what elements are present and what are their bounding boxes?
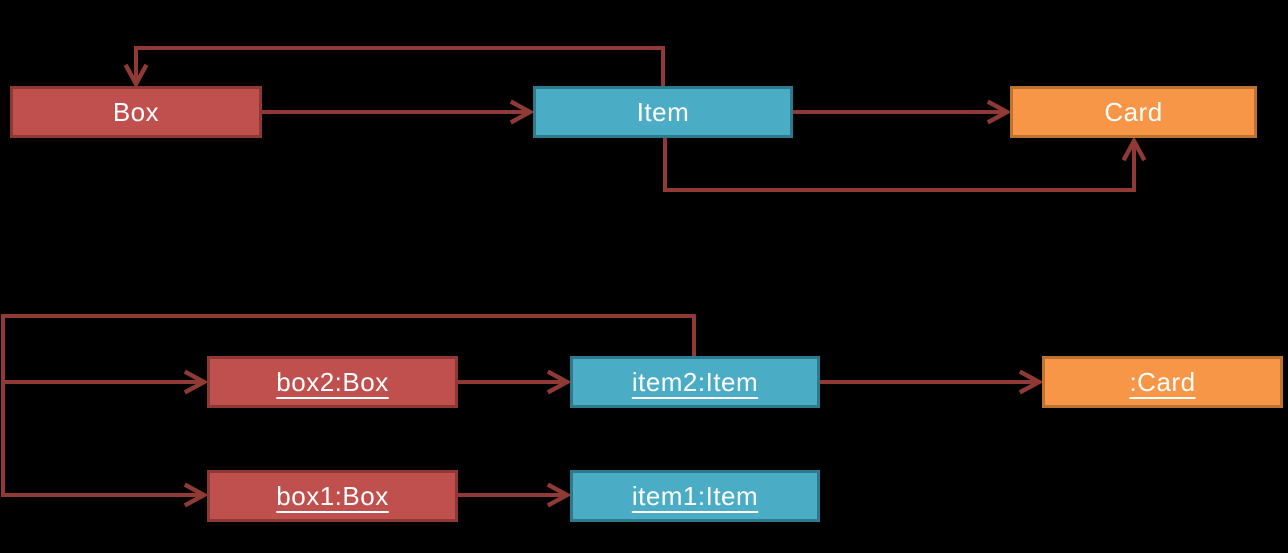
edge-item-to-card-loop xyxy=(663,136,1147,192)
edge-item-to-box-loop xyxy=(123,46,665,89)
object-node-item1-label: item1:Item xyxy=(631,480,759,511)
object-node-box1: box1:Box xyxy=(207,470,458,522)
object-node-card: :Card xyxy=(1042,356,1283,408)
class-node-item-label: Item xyxy=(636,96,690,127)
class-node-box: Box xyxy=(10,86,262,138)
object-node-box2: box2:Box xyxy=(207,356,458,408)
object-node-card-label: :Card xyxy=(1129,366,1196,397)
class-node-card-label: Card xyxy=(1104,96,1163,127)
object-node-item1: item1:Item xyxy=(570,470,820,522)
edge-item2-to-box1 xyxy=(1,314,696,508)
object-node-item2-label: item2:Item xyxy=(631,366,759,397)
class-node-item: Item xyxy=(533,86,793,138)
object-node-box1-label: box1:Box xyxy=(276,480,389,511)
class-node-card: Card xyxy=(1010,86,1257,138)
object-node-item2: item2:Item xyxy=(570,356,820,408)
class-node-box-label: Box xyxy=(112,96,160,127)
object-node-box2-label: box2:Box xyxy=(276,366,389,397)
